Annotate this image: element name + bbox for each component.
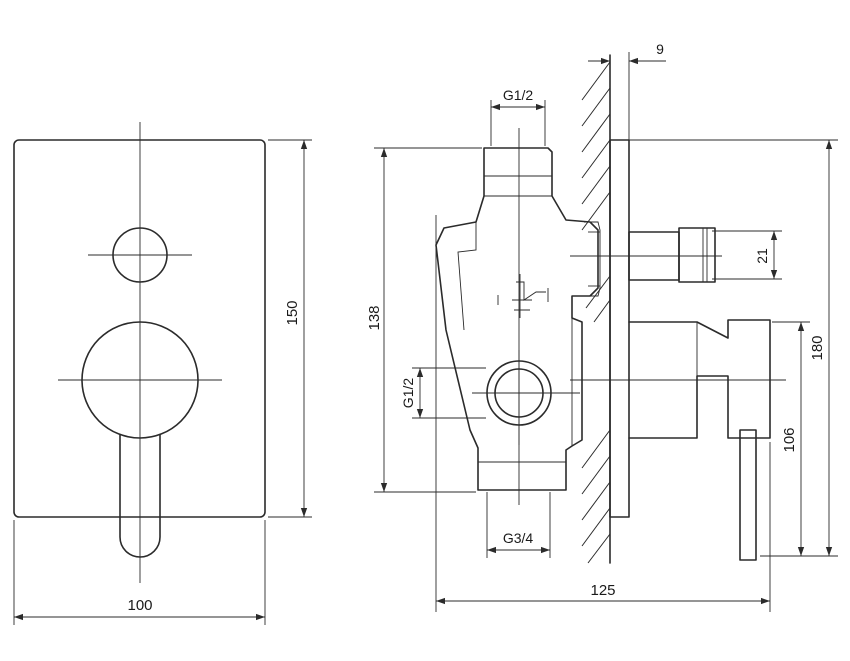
diverter-pin [512,274,546,318]
cover-plate [13,139,266,518]
dim-label-thread-bottom: G3/4 [503,530,534,546]
front-view: 100 150 [13,122,312,625]
side-view: G1/2 138 G1/2 G3/4 125 9 21 [366,41,838,612]
mixer-body [435,147,599,491]
side-lever [739,429,757,561]
dim-label-front-height: 150 [284,300,301,325]
wall-hatching [581,54,611,564]
dim-label-overall-height: 180 [809,335,826,360]
dim-label-connector: 21 [754,248,770,264]
dim-label-lever-height: 106 [781,427,798,452]
dim-label-depth: 125 [590,582,615,599]
diverter-connector [570,227,722,283]
side-handle [570,319,786,561]
lever [119,434,161,558]
dim-label-thread-side: G1/2 [400,378,416,409]
dim-label-body-height: 138 [366,305,383,330]
dim-label-wall-offset: 9 [656,41,664,57]
side-cover-plate [609,139,630,518]
dim-label-thread-top: G1/2 [503,87,534,103]
dim-label-front-width: 100 [127,597,152,614]
